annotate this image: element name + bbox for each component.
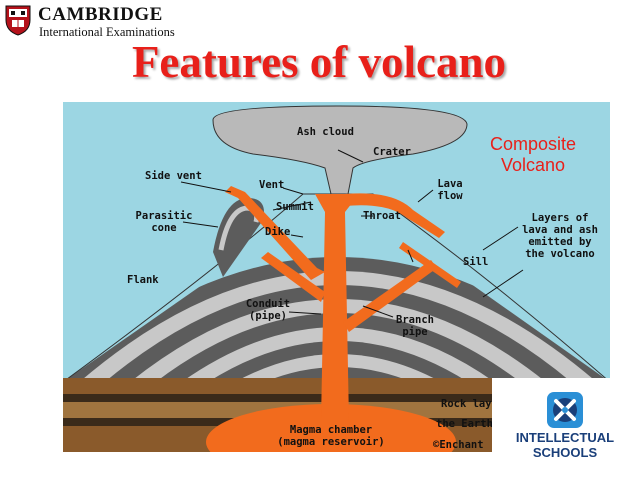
diagram-heading-line2: Volcano (500, 155, 566, 175)
sill-shape (399, 242, 461, 288)
label-layers-line4: the volcano (525, 248, 595, 260)
label-crater: Crater (373, 146, 411, 158)
label-branch-pipe-line1: Branch (396, 314, 434, 326)
label-magma-chamber: Magma chamber (magma reservoir) (251, 424, 411, 448)
leader-lines (180, 149, 524, 318)
brand-subtitle: International Examinations (39, 25, 175, 39)
lava-flow-shape (345, 193, 445, 238)
magma-chamber-shape (206, 404, 456, 452)
volcano-illustration (63, 102, 610, 452)
label-layers-line1: Layers of (531, 212, 589, 224)
dike-shape (225, 186, 325, 280)
label-branch-pipe-line2: pipe (402, 326, 428, 338)
label-ash-cloud: Ash cloud (297, 126, 354, 138)
school-name: INTELLECTUAL SCHOOLS (492, 430, 638, 460)
cambridge-logo: CAMBRIDGE International Examinations (4, 4, 194, 40)
cambridge-crest-icon (5, 5, 31, 36)
diagram-heading: Composite Volcano (463, 134, 603, 176)
diagram-heading-line1: Composite (489, 134, 577, 154)
page-title: Features of volcano (131, 37, 507, 87)
label-parasitic-cone-line1: Parasitic (135, 210, 193, 222)
label-dike: Dike (265, 226, 291, 238)
branch-pipe-shape (343, 260, 437, 332)
label-flank: Flank (127, 274, 159, 286)
label-conduit-line1: Conduit (245, 298, 291, 310)
label-side-vent: Side vent (145, 170, 202, 182)
label-lava-flow-line1: Lava (437, 178, 463, 190)
label-parasitic-cone: Parasitic cone (127, 210, 201, 234)
ash-cloud-shape (212, 105, 468, 195)
intellectual-schools-icon (547, 392, 583, 428)
brand-name: CAMBRIDGE (38, 4, 163, 25)
label-branch-pipe: Branch pipe (385, 314, 445, 338)
label-lava-flow-line2: flow (437, 190, 463, 202)
school-name-line1: INTELLECTUAL (515, 430, 615, 445)
parasitic-cone-shape (213, 198, 264, 277)
label-magma-chamber-line1: Magma chamber (289, 424, 373, 436)
label-layers-line3: emitted by (528, 236, 592, 248)
label-copyright: ©Enchant (433, 439, 484, 451)
volcano-diagram: Composite Volcano Ash cloud Crater Side … (63, 102, 610, 452)
label-throat: Throat (363, 210, 401, 222)
conduit-shape (315, 194, 359, 422)
label-parasitic-cone-line2: cone (151, 222, 177, 234)
intellectual-schools-logo: INTELLECTUAL SCHOOLS (492, 378, 638, 478)
label-rock-layers: Rock lay (441, 398, 492, 410)
label-the-earth: the Earth (436, 418, 493, 430)
label-vent: Vent (259, 179, 285, 191)
label-conduit: Conduit (pipe) (238, 298, 298, 322)
label-lava-flow: Lava flow (425, 178, 475, 202)
school-name-line2: SCHOOLS (532, 445, 598, 460)
label-layers-line2: lava and ash (522, 224, 598, 236)
label-conduit-line2: (pipe) (249, 310, 287, 322)
label-sill: Sill (463, 256, 489, 268)
label-summit: Summit (276, 201, 314, 213)
label-layers: Layers of lava and ash emitted by the vo… (515, 212, 605, 260)
label-magma-chamber-line2: (magma reservoir) (277, 436, 385, 448)
